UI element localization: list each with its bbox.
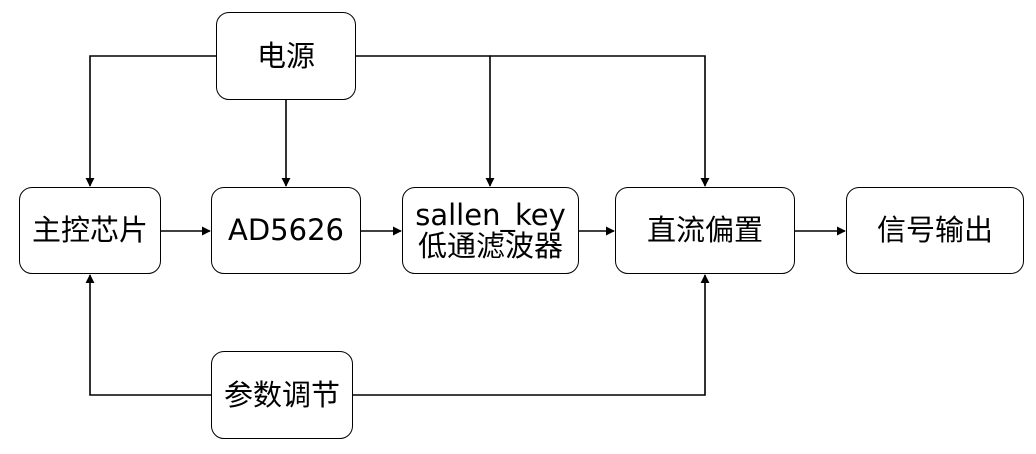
edge-params-to-mcu [85,274,211,396]
params-node: 参数调节 [211,351,353,439]
edge-params-to-bias [353,274,710,396]
dac-node: AD5626 [211,187,361,274]
bias-node: 直流偏置 [615,187,795,274]
filter-label-line2: 低通滤波器 [417,228,563,263]
mcu-label: 主控芯片 [31,213,148,247]
params-label: 参数调节 [223,377,340,412]
output-label: 信号输出 [876,213,993,247]
output-node: 信号输出 [846,187,1024,274]
filter-label-line1: sallen_key [415,197,566,232]
filter-node: sallen_key 低通滤波器 [402,187,579,274]
dac-label: AD5626 [228,213,344,247]
mcu-node: 主控芯片 [19,187,161,274]
power-node: 电源 [216,12,356,100]
bias-label: 直流偏置 [646,213,763,247]
edge-power-to-mcu [85,55,216,187]
edge-power-to-filter [356,55,495,187]
edge-power-to-bias [490,55,710,187]
power-label: 电源 [256,38,315,73]
